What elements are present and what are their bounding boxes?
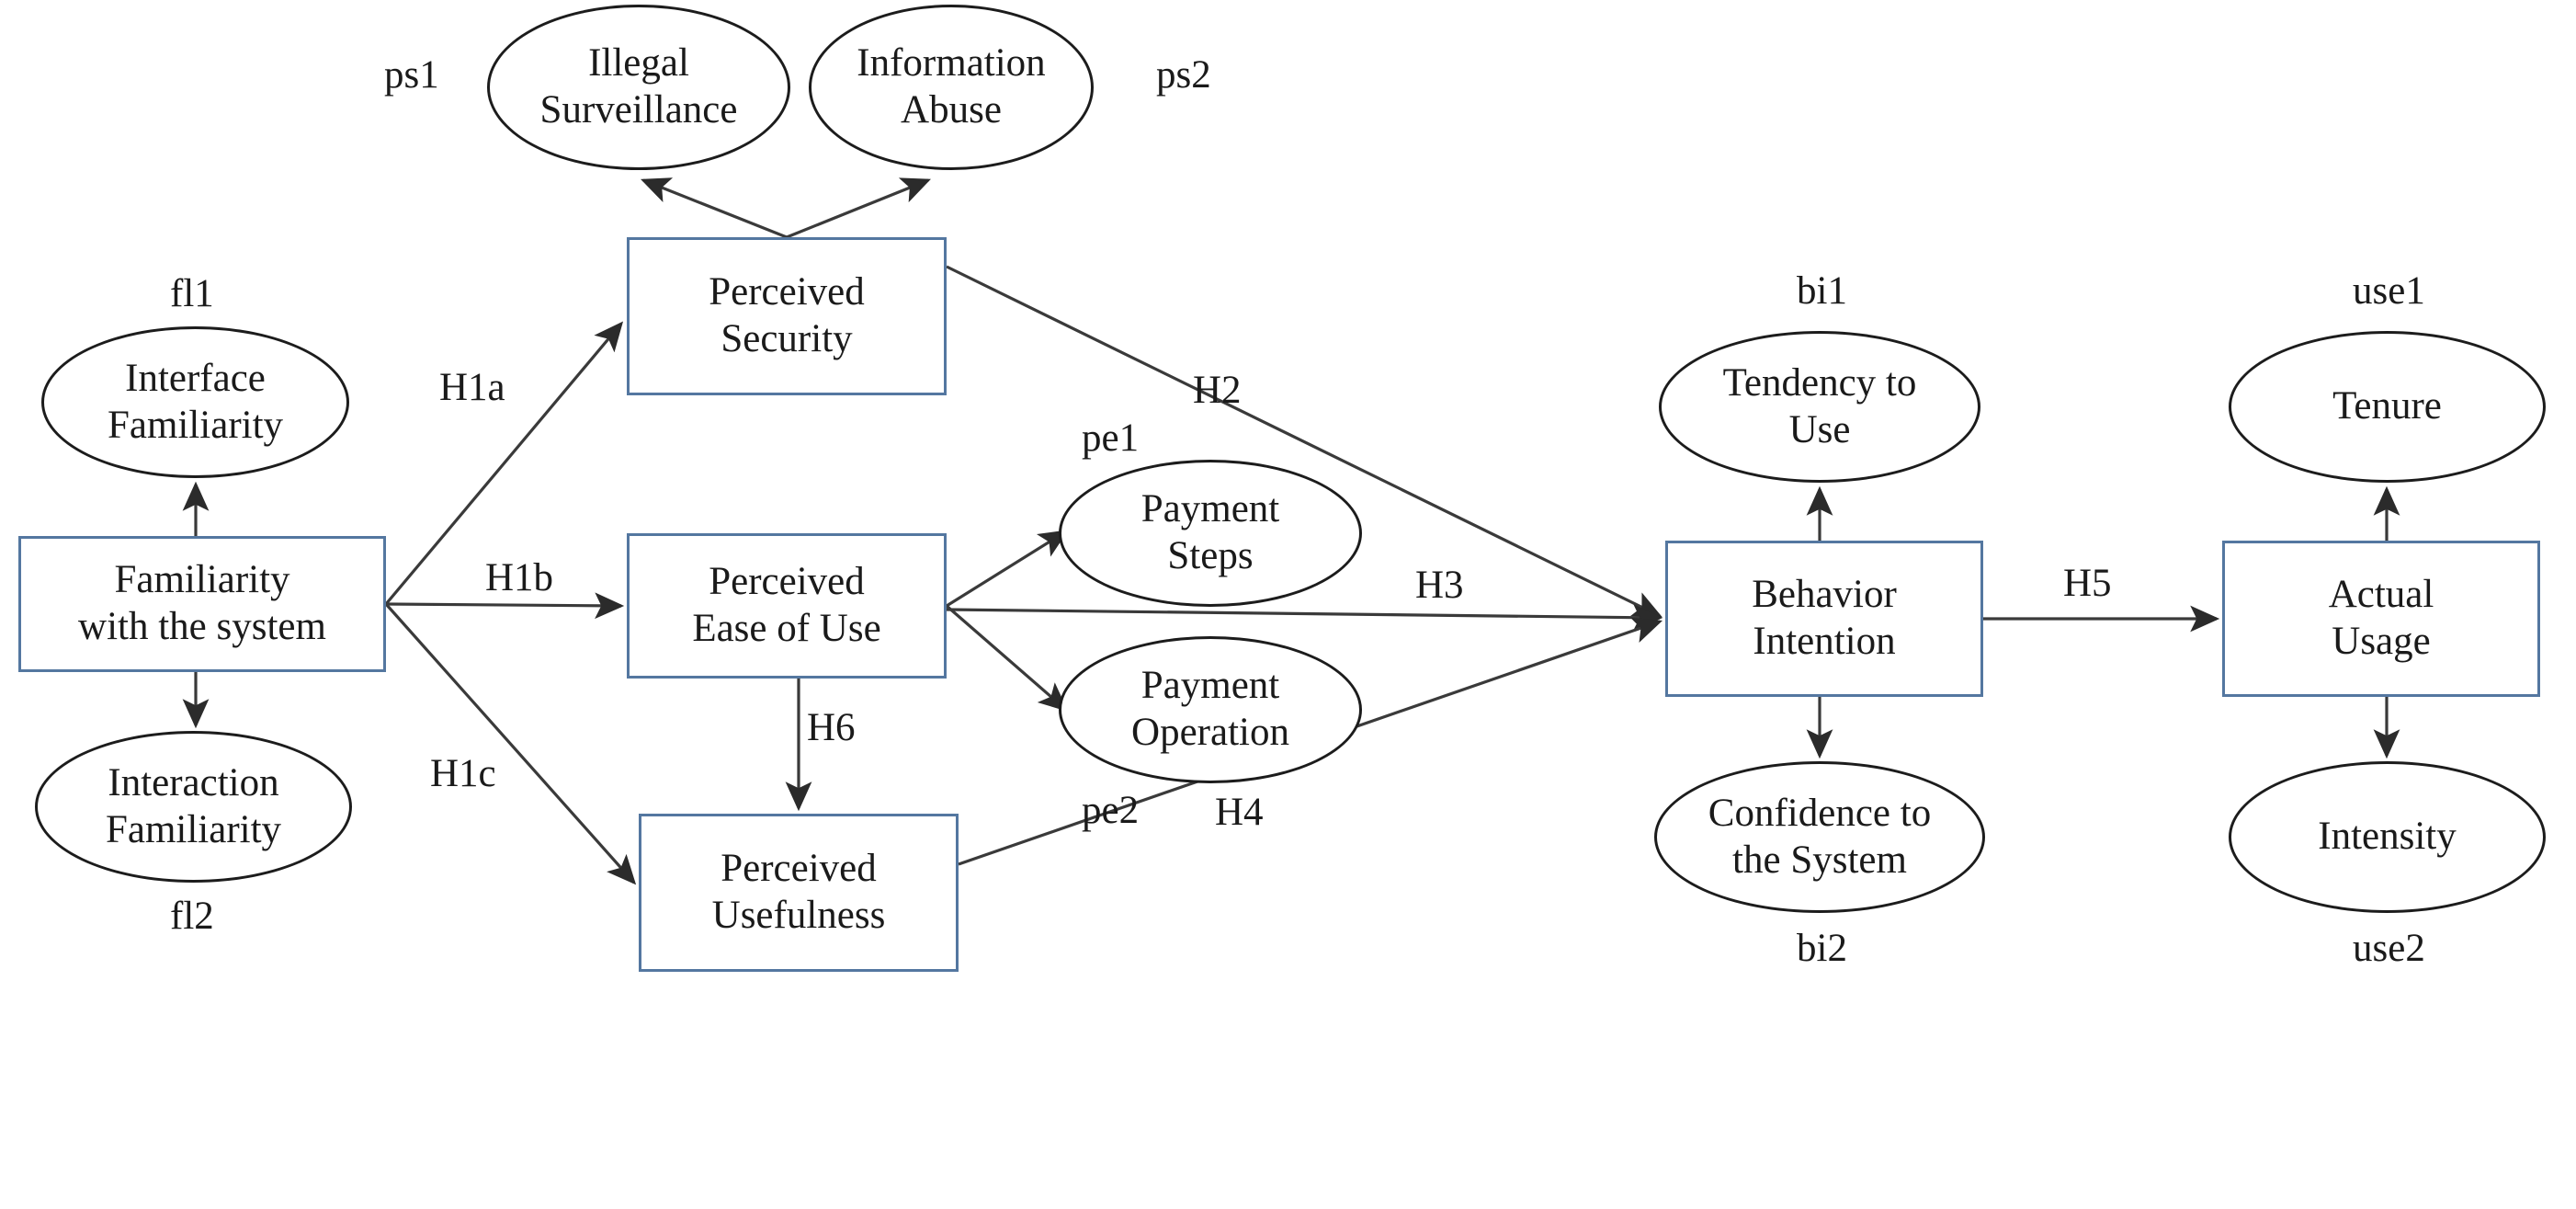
hypothesis-label-h4: H4	[1215, 791, 1264, 834]
indicator-ps1[interactable]: Illegal Surveillance	[487, 5, 790, 170]
indicator-code-fl2: fl2	[170, 895, 214, 938]
indicator-label: Payment Steps	[1140, 487, 1280, 577]
edge-familiarity-to-perc-ease	[385, 592, 625, 620]
construct-label: Actual Usage	[2328, 573, 2434, 663]
indicator-label: Tenure	[2332, 384, 2442, 428]
indicator-bi1[interactable]: Tendency to Use	[1659, 331, 1980, 483]
construct-label: Perceived Usefulness	[711, 847, 886, 937]
edge-perc-ease-to-behavior-intention	[946, 604, 1663, 632]
construct-label: Perceived Security	[709, 270, 865, 360]
construct-label: Familiarity with the system	[78, 558, 326, 648]
indicator-fl2[interactable]: Interaction Familiarity	[35, 731, 352, 883]
indicator-code-fl1: fl1	[170, 272, 214, 315]
edge-perc-security-to-ps2	[786, 177, 931, 239]
construct-perceived-security[interactable]: Perceived Security	[627, 237, 947, 395]
indicator-label: Payment Operation	[1131, 664, 1289, 754]
indicator-code-bi2: bi2	[1797, 927, 1847, 970]
indicator-code-ps2: ps2	[1156, 53, 1211, 97]
construct-perceived-ease-of-use[interactable]: Perceived Ease of Use	[627, 533, 947, 679]
indicator-label: Tendency to Use	[1722, 360, 1917, 451]
indicator-label: Illegal Surveillance	[539, 41, 738, 131]
indicator-code-ps1: ps1	[384, 53, 439, 97]
hypothesis-label-h1a: H1a	[439, 366, 505, 409]
indicator-code-pe2: pe2	[1082, 789, 1140, 832]
edge-perc-security-to-behavior-intention	[946, 265, 1662, 618]
construct-perceived-usefulness[interactable]: Perceived Usefulness	[639, 814, 959, 972]
indicator-ps2[interactable]: Information Abuse	[809, 5, 1094, 170]
indicator-use2[interactable]: Intensity	[2229, 761, 2546, 913]
hypothesis-label-h5: H5	[2063, 562, 2112, 605]
indicator-label: Information Abuse	[857, 41, 1046, 131]
hypothesis-label-h3: H3	[1415, 564, 1464, 607]
indicator-pe2[interactable]: Payment Operation	[1059, 636, 1362, 783]
construct-behavior-intention[interactable]: Behavior Intention	[1665, 541, 1983, 697]
edge-familiarity-to-perc-security	[384, 321, 624, 606]
construct-familiarity[interactable]: Familiarity with the system	[18, 536, 386, 672]
indicator-pe1[interactable]: Payment Steps	[1059, 460, 1362, 607]
hypothesis-label-h1c: H1c	[430, 752, 496, 795]
edge-perc-ease-to-pe2	[945, 604, 1069, 713]
indicator-fl1[interactable]: Interface Familiarity	[41, 326, 349, 478]
indicator-code-pe1: pe1	[1082, 416, 1140, 460]
construct-label: Behavior Intention	[1752, 573, 1897, 663]
indicator-code-bi1: bi1	[1797, 269, 1847, 313]
indicator-label: Interaction Familiarity	[105, 760, 282, 851]
construct-actual-usage[interactable]: Actual Usage	[2222, 541, 2540, 697]
hypothesis-label-h1b: H1b	[485, 556, 554, 599]
indicator-use1[interactable]: Tenure	[2229, 331, 2546, 483]
indicator-label: Confidence to the System	[1708, 791, 1932, 882]
construct-label: Perceived Ease of Use	[692, 560, 881, 650]
indicator-bi2[interactable]: Confidence to the System	[1654, 761, 1985, 913]
indicator-label: Interface Familiarity	[107, 356, 284, 447]
hypothesis-label-h6: H6	[807, 706, 856, 749]
indicator-label: Intensity	[2318, 815, 2457, 859]
edge-familiarity-to-perc-usefulness	[384, 602, 637, 885]
edge-perc-security-to-ps1	[641, 177, 788, 239]
edge-perc-ease-to-pe1	[946, 530, 1069, 608]
hypothesis-label-h2: H2	[1193, 369, 1242, 412]
indicator-code-use2: use2	[2353, 927, 2425, 970]
indicator-code-use1: use1	[2353, 269, 2425, 313]
